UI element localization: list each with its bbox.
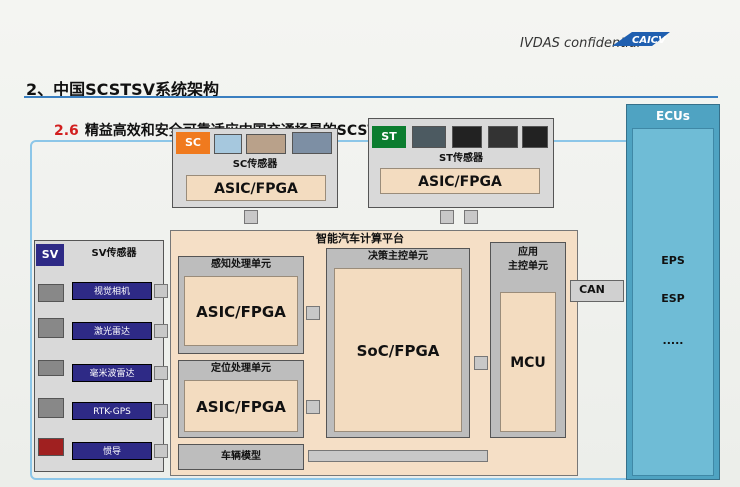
ecu-item: ESP [661, 292, 685, 305]
perception-label: 感知处理单元 [211, 259, 271, 270]
car-icon [452, 126, 482, 148]
city-icon [246, 134, 286, 154]
platform-title: 智能汽车计算平台 [316, 232, 404, 245]
person-icon [292, 132, 332, 154]
vehicle-model-unit [178, 444, 304, 470]
sc-tag: SC [176, 132, 210, 154]
ecu-item: ..... [662, 334, 684, 347]
sv-item: 惯导 [72, 442, 152, 460]
svg-text:CAICV: CAICV [632, 35, 667, 46]
right-arrow-icon [474, 356, 488, 370]
vehicle-model-arrow-icon [308, 450, 488, 462]
pedestrian-icon [488, 126, 518, 148]
traffic-light-icon [522, 126, 548, 148]
sv-sensor-group [34, 240, 164, 472]
lidar-icon [38, 318, 64, 338]
sv-item: 激光雷达 [72, 322, 152, 340]
app-chip: MCU [500, 292, 556, 432]
perception-chip: ASIC/FPGA [184, 276, 298, 346]
right-arrow-icon [306, 306, 320, 320]
vehicle-model-label: 车辆模型 [221, 451, 261, 462]
sc-down-arrow-icon [244, 210, 258, 224]
sv-sensor-label: SV传感器 [91, 248, 137, 259]
can-arrow-icon [570, 280, 624, 302]
section-title: 2、中国SCSTSV系统架构 [26, 80, 220, 99]
camera-icon [38, 284, 64, 302]
right-arrow-icon [154, 404, 168, 418]
sv-item: RTK-GPS [72, 402, 152, 420]
app-label: 应用 主控单元 [508, 247, 548, 272]
st-up-arrow-icon [464, 210, 478, 224]
ecu-item: EPS [661, 254, 685, 267]
st-chip: ASIC/FPGA [380, 168, 540, 194]
st-sensor-label: ST传感器 [438, 153, 484, 164]
display-icon [412, 126, 446, 148]
cloud-icon [214, 134, 242, 154]
localization-label: 定位处理单元 [211, 363, 271, 374]
right-arrow-icon [306, 400, 320, 414]
sc-chip: ASIC/FPGA [186, 175, 326, 201]
can-label: CAN [579, 283, 605, 296]
sc-sensor-label: SC传感器 [232, 159, 278, 170]
right-arrow-icon [154, 366, 168, 380]
right-arrow-icon [154, 324, 168, 338]
imu-icon [38, 438, 64, 456]
sv-item: 毫米波雷达 [72, 364, 152, 382]
right-arrow-icon [154, 284, 168, 298]
right-arrow-icon [154, 444, 168, 458]
sv-tag: SV [36, 244, 64, 266]
st-down-arrow-icon [440, 210, 454, 224]
localization-chip: ASIC/FPGA [184, 380, 298, 432]
ecus-title: ECUs [656, 109, 690, 123]
decision-chip: SoC/FPGA [334, 268, 462, 432]
decision-label: 决策主控单元 [368, 251, 428, 262]
caicv-logo: CAICV [612, 30, 670, 48]
gps-icon [38, 398, 64, 418]
confidential-label: IVDAS confidential [520, 36, 641, 51]
sv-item: 视觉相机 [72, 282, 152, 300]
st-tag: ST [372, 126, 406, 148]
title-divider [24, 96, 718, 98]
ecus-inner [632, 128, 714, 476]
radar-icon [38, 360, 64, 376]
